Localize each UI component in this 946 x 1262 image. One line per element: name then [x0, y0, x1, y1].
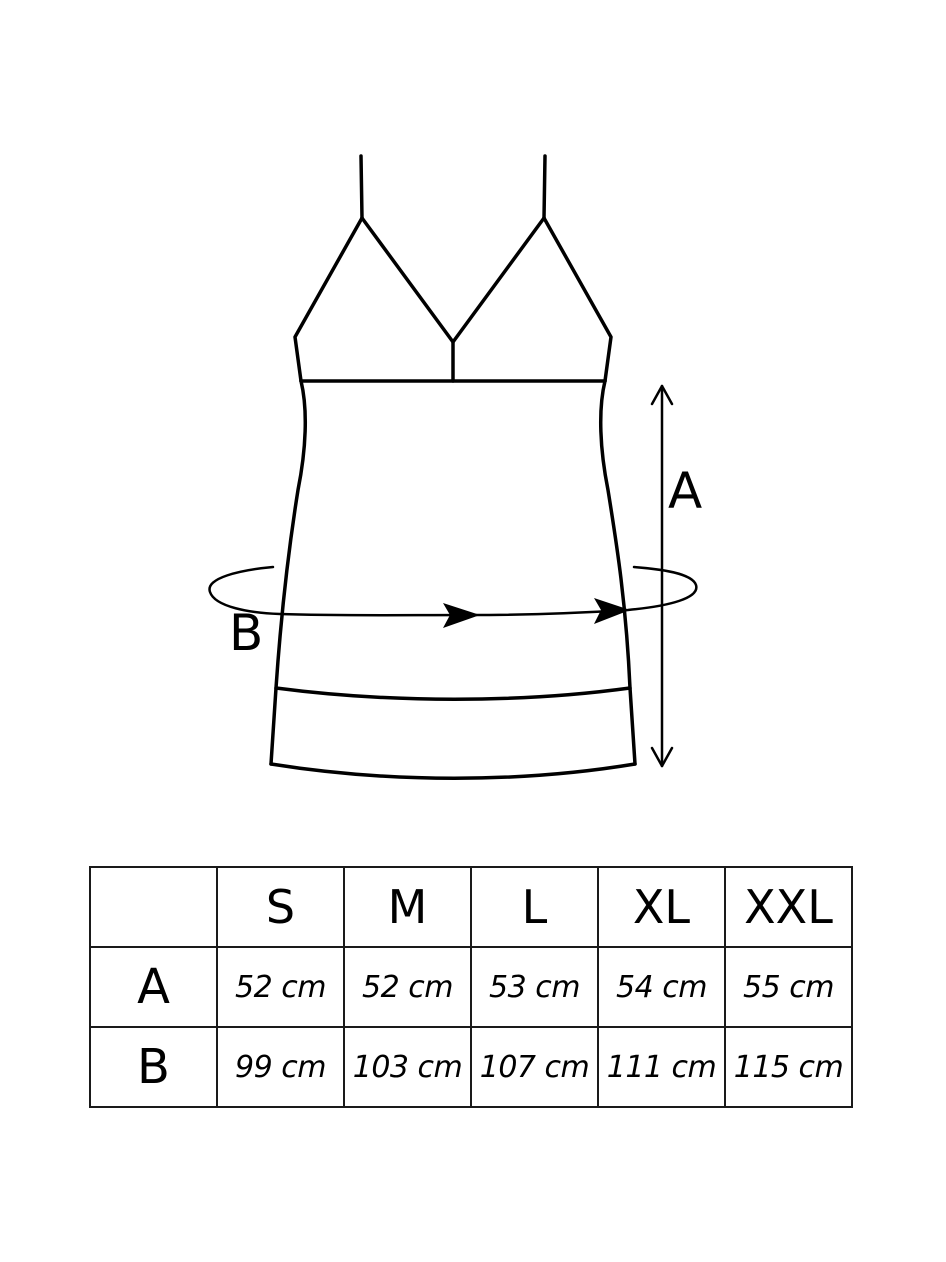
- table-row: B 99 cm 103 cm 107 cm 111 cm 115 cm: [89, 1026, 853, 1108]
- size-header-s: S: [216, 866, 345, 948]
- cell-a-xxl: 55 cm: [724, 946, 853, 1028]
- row-label-a: A: [89, 946, 218, 1028]
- size-header-xl: XL: [597, 866, 726, 948]
- size-header-row: S M L XL XXL: [89, 866, 853, 948]
- center-seam: [360, 216, 546, 344]
- left-side: [269, 379, 307, 766]
- measure-b-label: B: [229, 604, 263, 662]
- hem-line: [269, 762, 637, 780]
- left-strap: [359, 154, 364, 220]
- cell-a-xl: 54 cm: [597, 946, 726, 1028]
- left-cup: [293, 216, 364, 383]
- measure-b-ellipse-left: [208, 565, 472, 617]
- cell-a-l: 53 cm: [470, 946, 599, 1028]
- cell-b-s: 99 cm: [216, 1026, 345, 1108]
- table-row: A 52 cm 52 cm 53 cm 54 cm 55 cm: [89, 946, 853, 1028]
- cell-b-xxl: 115 cm: [724, 1026, 853, 1108]
- size-chart-table: S M L XL XXL A 52 cm 52 cm 53 cm 54 cm 5…: [89, 866, 853, 1108]
- empty-corner-cell: [89, 866, 218, 948]
- right-cup: [542, 216, 613, 383]
- cell-b-xl: 111 cm: [597, 1026, 726, 1108]
- size-header-m: M: [343, 866, 472, 948]
- measure-a-arrow-top: [650, 384, 674, 406]
- cell-a-m: 52 cm: [343, 946, 472, 1028]
- measure-a-label: A: [668, 462, 702, 520]
- right-side: [599, 379, 637, 766]
- hem-band-seam: [274, 686, 632, 701]
- size-header-xxl: XXL: [724, 866, 853, 948]
- size-header-l: L: [470, 866, 599, 948]
- row-label-b: B: [89, 1026, 218, 1108]
- measure-b-arrowhead-side: [594, 598, 630, 624]
- right-strap: [542, 154, 547, 220]
- cell-b-l: 107 cm: [470, 1026, 599, 1108]
- measure-a-arrow-bottom: [650, 746, 674, 768]
- measure-b-arrowhead-center: [443, 603, 480, 628]
- garment-diagram: B A: [208, 154, 702, 780]
- cell-b-m: 103 cm: [343, 1026, 472, 1108]
- cell-a-s: 52 cm: [216, 946, 345, 1028]
